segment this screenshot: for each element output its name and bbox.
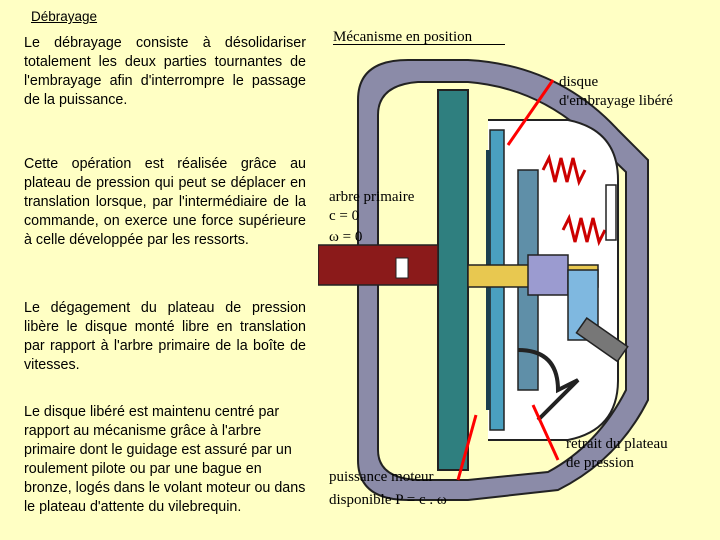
primary-shaft-left <box>318 244 439 286</box>
label-omega: ω = 0 <box>329 229 363 245</box>
diagram-title-underline <box>333 44 505 45</box>
bolt <box>605 184 617 241</box>
label-retrait-line2: de pression <box>566 455 634 471</box>
label-puissance-line1: puissance moteur <box>329 469 434 485</box>
release-lever <box>517 348 580 422</box>
arrow-puissance <box>456 414 478 481</box>
paragraph-operation: Cette opération est réalisée grâce au pl… <box>24 156 306 248</box>
arrow-retrait <box>531 404 560 461</box>
arrow-disque <box>506 79 555 146</box>
label-arbre-primaire: arbre primaire <box>329 189 415 205</box>
diagram-title: Mécanisme en position <box>333 29 473 45</box>
spring-right <box>561 213 607 247</box>
paragraph-definition: Le débrayage consiste à désolidariser to… <box>24 35 306 108</box>
release-fork <box>575 316 629 363</box>
shaft-nut <box>395 257 409 279</box>
label-puissance-line2: disponible P = c . ω <box>329 492 447 508</box>
paragraph-release: Le dégagement du plateau de pression lib… <box>24 300 306 373</box>
spring-top <box>541 153 587 187</box>
hub <box>527 254 569 296</box>
flywheel <box>437 89 469 471</box>
label-disque-line2: d'embrayage libéré <box>559 93 673 109</box>
clutch-diagram <box>318 59 649 501</box>
label-retrait-line1: retrait du plateau <box>566 436 668 452</box>
section-title: Débrayage <box>31 9 98 24</box>
label-disque-line1: disque <box>559 74 599 90</box>
paragraph-centering: Le disque libéré est maintenu centré par… <box>24 404 306 515</box>
label-couple: c = 0 <box>329 208 360 224</box>
